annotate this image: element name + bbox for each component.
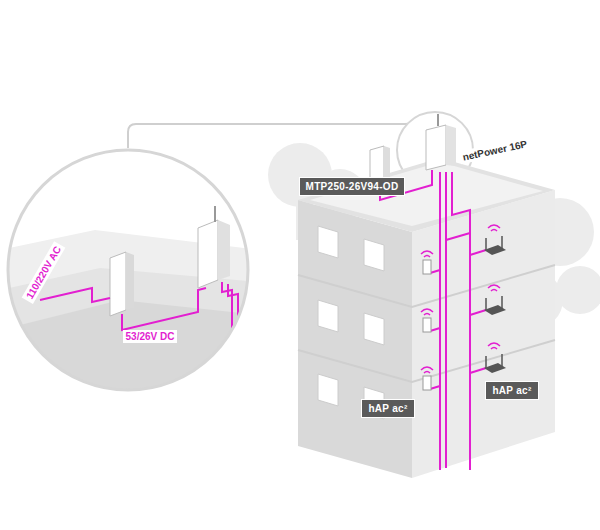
- routers: [484, 225, 506, 373]
- wall-access-points: [421, 251, 433, 390]
- voltage-label: 53/26V DC: [123, 330, 178, 343]
- device-label: hAP ac²: [361, 399, 414, 418]
- zoom-circle: [0, 150, 260, 390]
- device-label: MTP250-26V94-OD: [299, 177, 406, 196]
- building: [298, 158, 555, 478]
- label-text: hAP ac²: [368, 403, 407, 414]
- label-text: MTP250-26V94-OD: [306, 181, 399, 192]
- label-text: hAP ac²: [492, 385, 531, 396]
- device-label: hAP ac²: [485, 381, 538, 400]
- poe-wires: [380, 170, 486, 470]
- zoom-leader: [128, 115, 425, 148]
